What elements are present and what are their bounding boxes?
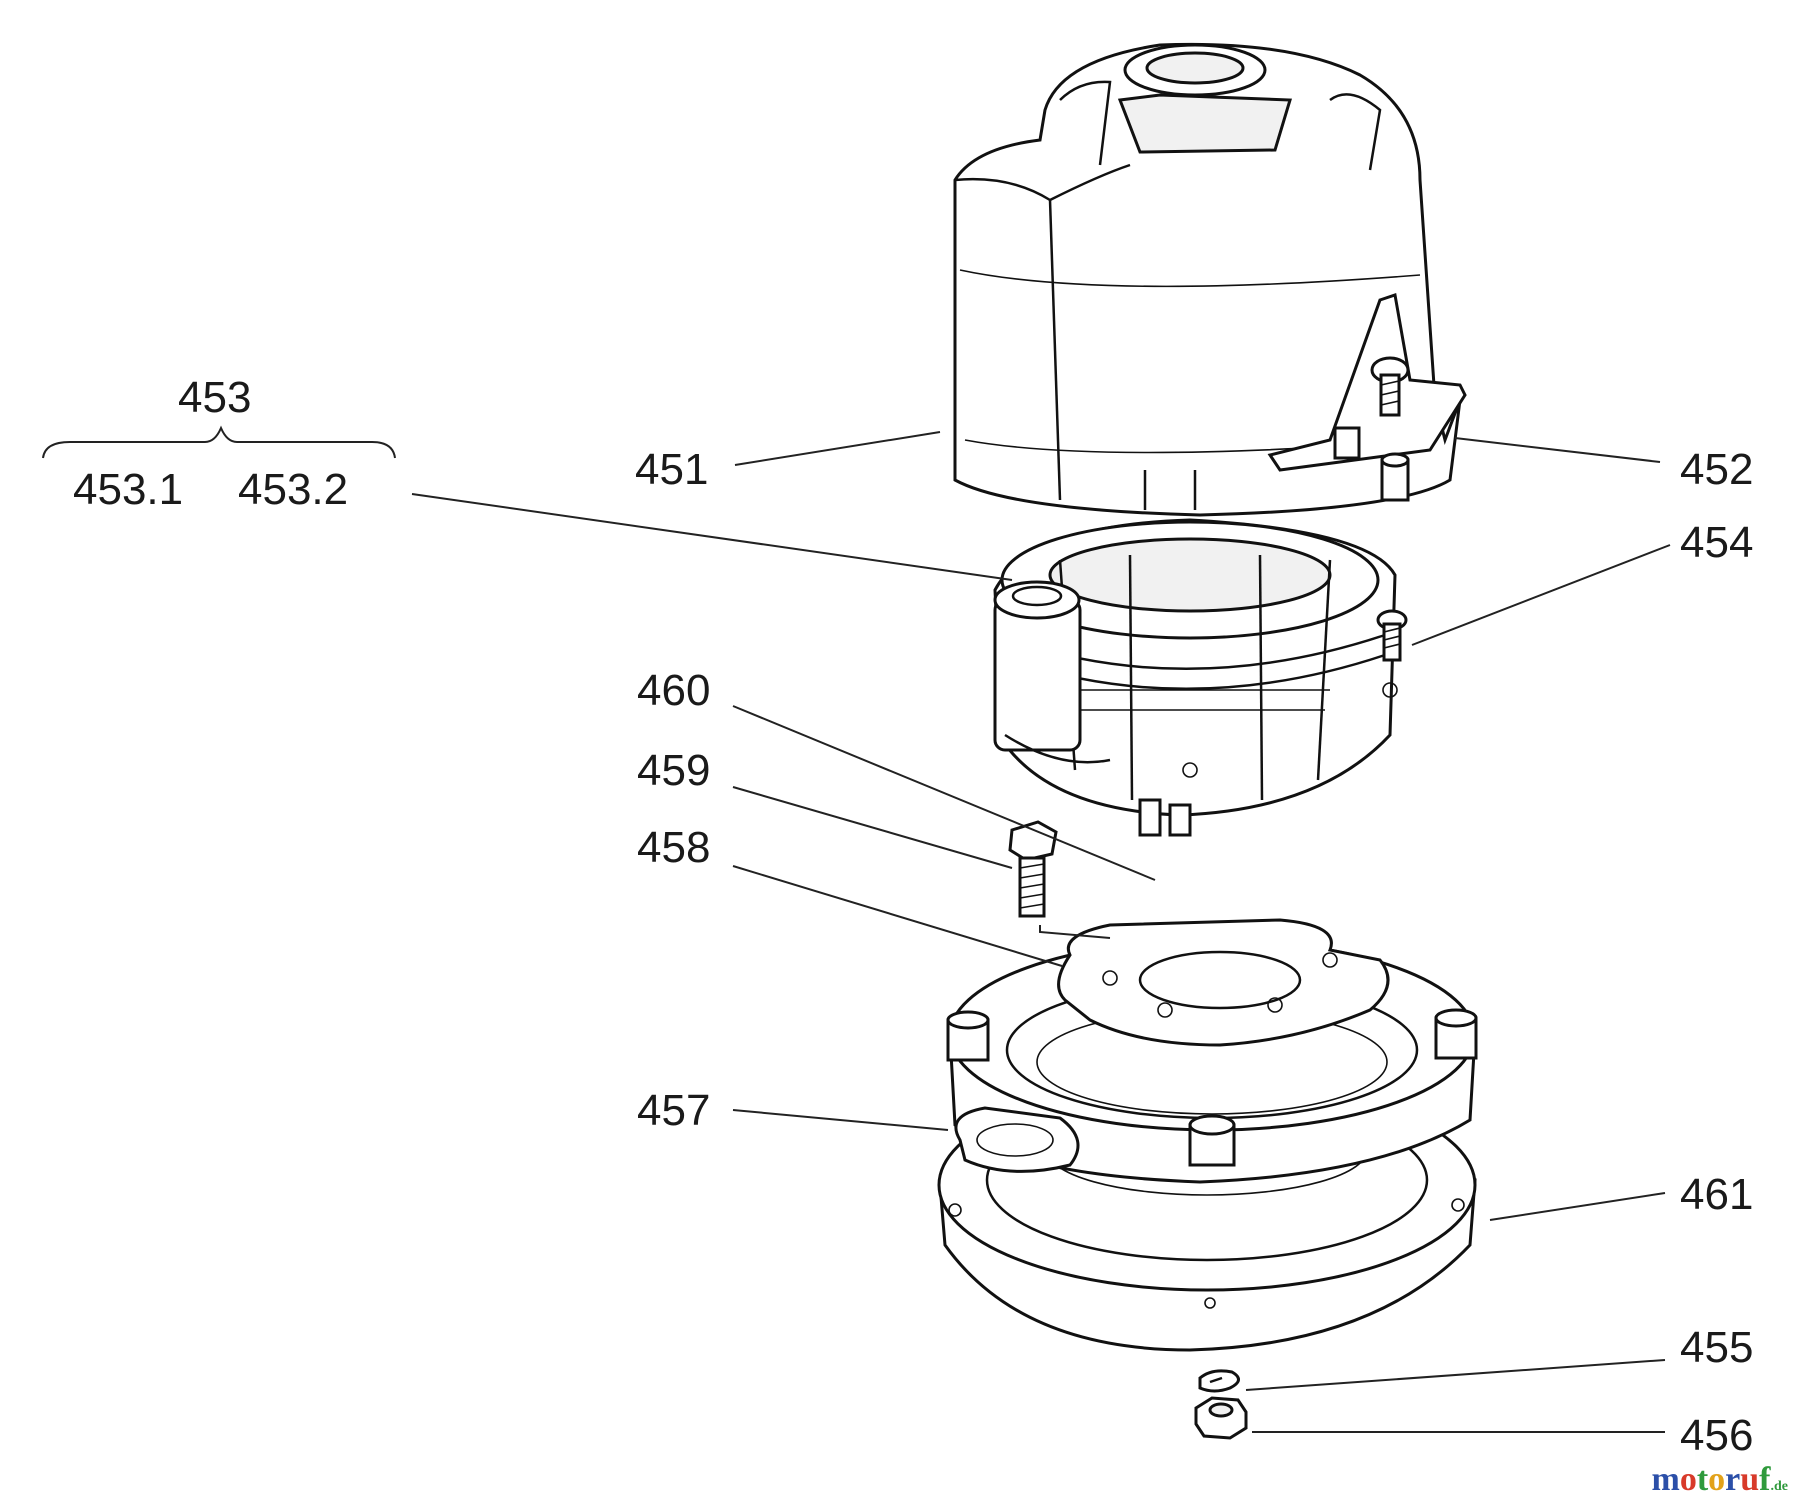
watermark-letter: r [1725, 1461, 1741, 1498]
leader-460 [732, 705, 1156, 881]
watermark-letter: u [1740, 1461, 1760, 1498]
bracket-452 [1267, 293, 1467, 502]
watermark-text: motoruf [1652, 1461, 1771, 1498]
bolt-459 [1008, 820, 1058, 918]
watermark-letter: o [1679, 1461, 1697, 1498]
label-458: 458 [637, 823, 711, 872]
label-451: 451 [635, 445, 709, 494]
label-455: 455 [1680, 1323, 1754, 1372]
label-461: 461 [1680, 1170, 1754, 1219]
watermark-suffix: .de [1770, 1479, 1789, 1494]
leader-452 [1454, 437, 1661, 463]
motor-453 [993, 518, 1398, 837]
label-460: 460 [637, 666, 711, 715]
screw-454 [1376, 609, 1408, 662]
leader-454 [1411, 544, 1671, 646]
cover-451 [953, 42, 1462, 517]
leader-451 [734, 431, 941, 466]
leader-lines [42, 425, 1671, 1433]
watermark-logo: motoruf.de [1652, 1463, 1789, 1497]
leader-458 [732, 865, 1063, 967]
label-456: 456 [1680, 1411, 1754, 1460]
leader-459 [732, 786, 1013, 869]
label-457: 457 [637, 1086, 711, 1135]
leader-461 [1489, 1192, 1666, 1221]
leader-459-dash [1039, 925, 1111, 939]
label-454: 454 [1680, 518, 1754, 567]
washer-455 [1198, 1369, 1240, 1393]
label-459: 459 [637, 746, 711, 795]
watermark-letter: o [1708, 1461, 1726, 1498]
brace-453 [42, 425, 396, 459]
label-453-1: 453.1 [73, 465, 184, 514]
watermark-letter: m [1651, 1461, 1680, 1498]
leader-453 [411, 493, 1013, 581]
watermark-letter: t [1696, 1461, 1709, 1498]
nut-456 [1194, 1396, 1248, 1440]
gasket-458 [1057, 918, 1390, 1047]
label-453-2: 453.2 [238, 465, 349, 514]
label-452: 452 [1680, 445, 1754, 494]
leader-457 [732, 1109, 949, 1131]
label-453: 453 [178, 373, 252, 422]
watermark-letter: f [1759, 1461, 1771, 1498]
leader-455 [1245, 1359, 1666, 1391]
